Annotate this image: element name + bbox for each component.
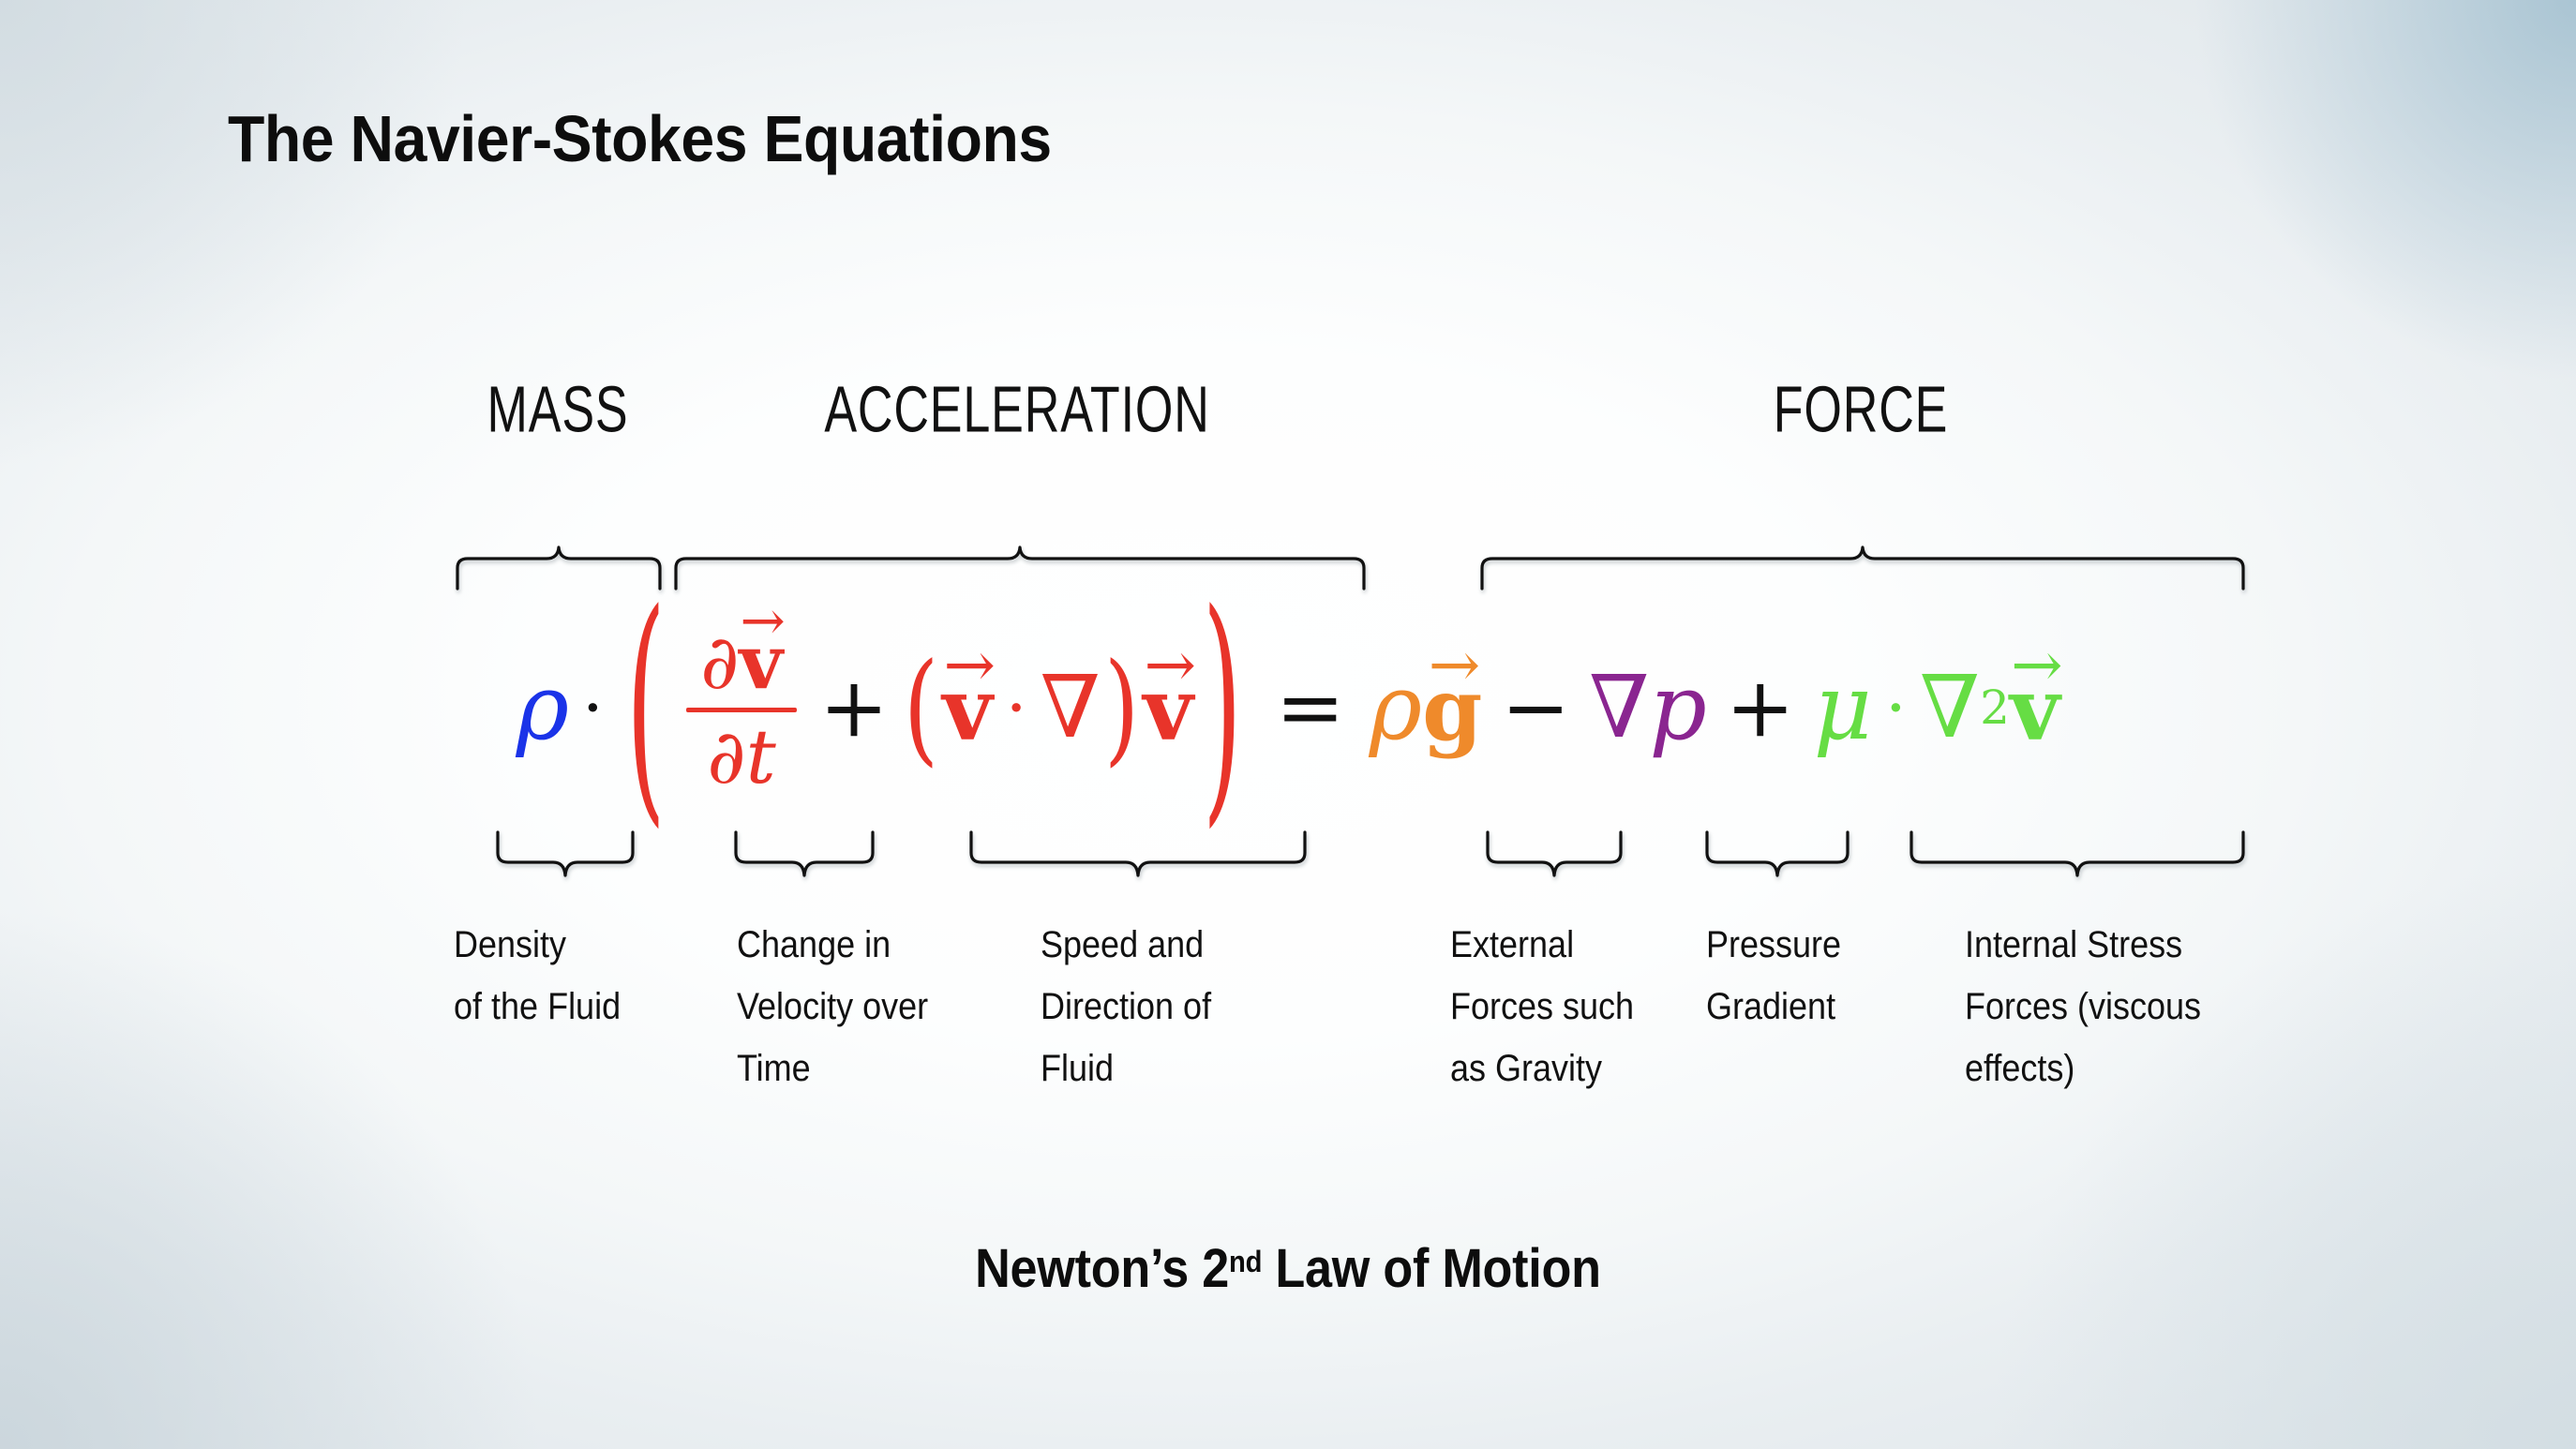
caption-line: Gradient	[1706, 986, 1836, 1027]
bottom-brace-internal-stress	[1909, 830, 2246, 879]
partial-derivative-numerator: ∂→v	[696, 593, 786, 708]
velocity-vector-convective-2: →v	[1143, 634, 1196, 753]
nabla-operator-convective: ∇	[1040, 657, 1101, 757]
caption-line: Pressure	[1706, 924, 1842, 965]
caption-internal-stress: Internal Stress Forces (viscous effects)	[1965, 914, 2243, 1099]
velocity-vector-viscous: →v	[2010, 634, 2063, 753]
top-brace-mass	[455, 542, 663, 590]
partial-derivative-denominator: ∂t	[703, 712, 780, 802]
equation-lhs: ρ · ( ∂→v ∂t + ( →v · ∇ ) →v	[516, 582, 2063, 830]
nabla-operator-viscous: ∇	[1919, 657, 1981, 757]
velocity-letter: v	[1143, 659, 1193, 760]
bottom-brace-change-velocity	[733, 830, 876, 879]
caption-line: Forces (viscous	[1965, 986, 2202, 1027]
caption-line: Internal Stress	[1965, 924, 2183, 965]
bottom-brace-external-forces	[1485, 830, 1624, 879]
term-body-force: ρ →g	[1369, 634, 1483, 760]
group-label-force: FORCE	[1773, 373, 1949, 447]
convective-paren-close: )	[1103, 636, 1140, 779]
convective-paren-open: (	[903, 636, 939, 779]
footer-prefix: Newton’s 2	[975, 1238, 1230, 1299]
term-density-rho: ρ	[516, 655, 570, 760]
gravity-vector: →g	[1422, 634, 1482, 753]
caption-line: External	[1450, 924, 1575, 965]
footer-caption: Newton’s 2nd Law of Motion	[0, 1237, 2576, 1300]
top-brace-acceleration	[673, 542, 1367, 590]
bottom-brace-density	[495, 830, 636, 879]
velocity-letter: v	[739, 618, 783, 706]
caption-line: Velocity over	[737, 986, 929, 1027]
term-viscous-stress: μ · ∇2 →v	[1813, 634, 2063, 760]
pressure-letter: p	[1649, 655, 1707, 760]
caption-change-velocity: Change in Velocity over Time	[737, 914, 981, 1099]
caption-line: effects)	[1965, 1048, 2075, 1089]
operator-multiply-dot: ·	[582, 668, 604, 747]
viscosity-mu: μ	[1813, 655, 1872, 760]
velocity-letter: v	[2009, 659, 2060, 760]
caption-line: Density	[454, 924, 567, 965]
term-partial-derivative: ∂→v ∂t	[675, 593, 808, 802]
footer-suffix: Law of Motion	[1262, 1238, 1601, 1299]
term-pressure-gradient: ∇ p	[1589, 663, 1707, 753]
caption-line: Change in	[737, 924, 891, 965]
velocity-vector-convective-1: →v	[942, 634, 996, 753]
group-label-mass: MASS	[487, 373, 629, 447]
group-label-acceleration: ACCELERATION	[824, 373, 1210, 447]
caption-line: Fluid	[1041, 1048, 1115, 1089]
operator-equals: =	[1275, 659, 1345, 755]
caption-line: Speed and	[1041, 924, 1205, 965]
operator-dot-convective: ·	[1005, 668, 1027, 747]
caption-line: Time	[737, 1048, 811, 1089]
partial-symbol-numerator: ∂	[700, 619, 740, 706]
velocity-letter: v	[942, 659, 993, 760]
footer-ordinal-suffix: nd	[1229, 1244, 1263, 1278]
gravity-letter: g	[1422, 659, 1483, 760]
caption-line: of the Fluid	[454, 986, 622, 1027]
bottom-brace-pressure-gradient	[1704, 830, 1850, 879]
footer-inner: Newton’s 2nd Law of Motion	[975, 1237, 1601, 1300]
operator-minus: −	[1501, 659, 1571, 755]
top-brace-force	[1479, 542, 2246, 590]
caption-line: as Gravity	[1450, 1048, 1603, 1089]
laplacian-exponent: 2	[1980, 680, 2010, 735]
caption-density: Density of the Fluid	[454, 914, 648, 1038]
term-convective-acceleration: ( →v · ∇ ) →v	[900, 634, 1196, 769]
gravity-rho: ρ	[1369, 655, 1423, 760]
page-title: The Navier-Stokes Equations	[228, 102, 1052, 175]
operator-plus-1: +	[819, 659, 889, 755]
fraction-bar	[686, 708, 798, 712]
operator-dot-viscous: ·	[1884, 668, 1907, 747]
navier-stokes-equation: ρ · ( ∂→v ∂t + ( →v · ∇ ) →v	[0, 582, 2576, 830]
caption-speed-direction: Speed and Direction of Fluid	[1041, 914, 1285, 1099]
nabla-operator-pressure: ∇	[1589, 657, 1650, 757]
bottom-brace-speed-direction	[968, 830, 1308, 879]
caption-line: Direction of	[1041, 986, 1212, 1027]
acceleration-paren-close: )	[1202, 562, 1242, 850]
caption-line: Forces such	[1450, 986, 1635, 1027]
caption-external-forces: External Forces such as Gravity	[1450, 914, 1678, 1099]
velocity-vector-numerator: →v	[740, 593, 786, 701]
partial-symbol-denominator: ∂	[707, 713, 746, 800]
acceleration-paren-open: (	[625, 562, 666, 850]
caption-pressure-gradient: Pressure Gradient	[1706, 914, 1917, 1038]
time-letter: t	[745, 713, 776, 800]
operator-plus-2: +	[1725, 659, 1795, 755]
